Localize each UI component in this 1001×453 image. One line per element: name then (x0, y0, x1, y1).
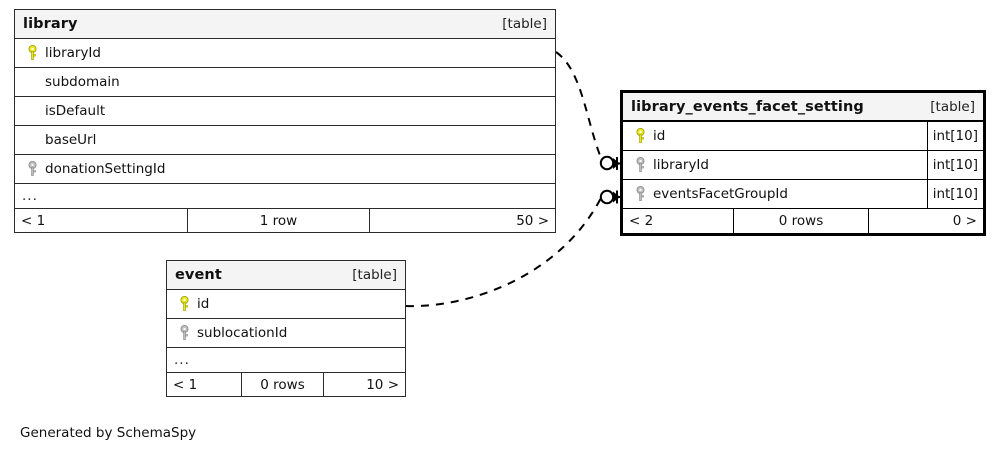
table-library-footer: < 1 1 row 50 > (15, 209, 555, 232)
table-event-title: event (175, 267, 222, 283)
table-row[interactable]: baseUrl (15, 126, 555, 155)
footer-next[interactable]: 0 > (868, 209, 983, 233)
column-type: int[10] (926, 122, 983, 150)
column-name: id (197, 296, 210, 312)
generated-by-caption: Generated by SchemaSpy (20, 425, 197, 441)
foreign-key-icon (630, 157, 650, 173)
table-row[interactable]: eventsFacetGroupId int[10] (623, 180, 983, 209)
footer-prev[interactable]: < 1 (173, 376, 198, 393)
footer-rowcount: 0 rows (241, 373, 323, 396)
table-library-header: library [table] (15, 10, 555, 39)
foreign-key-icon (630, 186, 650, 202)
footer-rowcount: 0 rows (733, 209, 868, 233)
table-event-tag: [table] (352, 267, 397, 283)
table-row[interactable]: id (167, 290, 405, 319)
table-library-events-facet-setting-header: library_events_facet_setting [table] (623, 93, 983, 122)
primary-key-icon (630, 128, 650, 144)
footer-prev[interactable]: < 1 (21, 212, 46, 229)
table-row[interactable]: libraryId int[10] (623, 151, 983, 180)
table-row[interactable]: subdomain (15, 68, 555, 97)
table-library-tag: [table] (502, 16, 547, 32)
column-name: libraryId (653, 157, 709, 173)
column-type: int[10] (926, 180, 983, 208)
table-event[interactable]: event [table] id (166, 260, 406, 397)
foreign-key-icon (174, 325, 194, 341)
footer-prev[interactable]: < 2 (629, 213, 654, 229)
relationship-library-to-facet-setting (555, 51, 624, 171)
column-name: eventsFacetGroupId (653, 186, 788, 202)
table-library-events-facet-setting[interactable]: library_events_facet_setting [table] id … (620, 90, 986, 236)
column-name: baseUrl (45, 132, 97, 148)
table-library-events-facet-setting-footer: < 2 0 rows 0 > (623, 209, 983, 233)
table-row-ellipsis: ... (15, 184, 555, 209)
foreign-key-icon (22, 161, 42, 177)
column-name: ... (174, 352, 190, 368)
table-row[interactable]: donationSettingId (15, 155, 555, 184)
table-row-ellipsis: ... (167, 348, 405, 373)
primary-key-icon (174, 296, 194, 312)
table-library-title: library (23, 16, 78, 32)
table-event-footer: < 1 0 rows 10 > (167, 373, 405, 396)
footer-next[interactable]: 10 > (323, 373, 405, 396)
table-library[interactable]: library [table] libraryId subdomai (14, 9, 556, 233)
table-library-events-facet-setting-title: library_events_facet_setting (631, 98, 864, 115)
column-name: libraryId (45, 45, 101, 61)
table-library-events-facet-setting-tag: [table] (930, 98, 975, 115)
table-event-header: event [table] (167, 261, 405, 290)
footer-rowcount: 1 row (187, 209, 369, 232)
table-row[interactable]: id int[10] (623, 122, 983, 151)
primary-key-icon (22, 45, 42, 61)
column-name: id (653, 128, 666, 144)
column-name: isDefault (45, 103, 106, 119)
table-row[interactable]: sublocationId (167, 319, 405, 348)
column-name: subdomain (45, 74, 120, 90)
column-name: sublocationId (197, 325, 288, 341)
table-row[interactable]: libraryId (15, 39, 555, 68)
column-type: int[10] (926, 151, 983, 179)
column-name: ... (22, 188, 38, 204)
table-row[interactable]: isDefault (15, 97, 555, 126)
column-name: donationSettingId (45, 161, 166, 177)
footer-next[interactable]: 50 > (369, 209, 555, 232)
